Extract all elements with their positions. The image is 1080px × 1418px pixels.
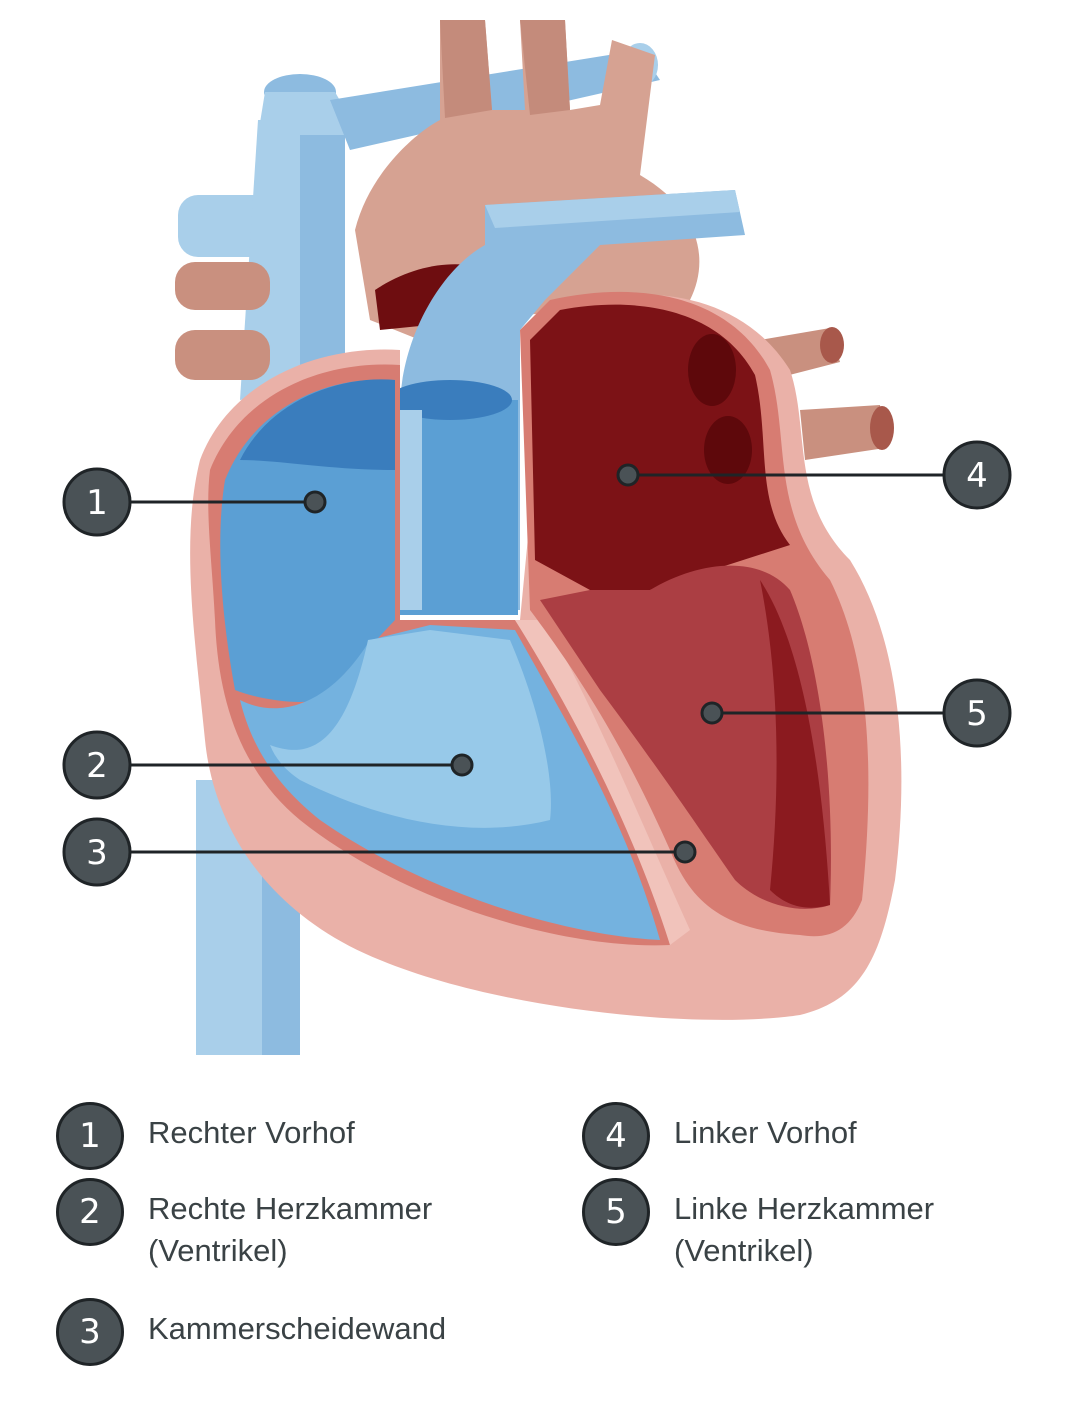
- svg-text:2: 2: [86, 746, 108, 786]
- legend-label-2: Rechte Herzkammer (Ventrikel): [148, 1188, 432, 1272]
- pulmonary-vein-opening-2: [704, 416, 752, 484]
- legend-badge-4: 4: [582, 1102, 650, 1170]
- callout-4: 4: [942, 440, 1012, 510]
- legend-item-4: 4 Linker Vorhof: [582, 1102, 857, 1170]
- svg-text:4: 4: [966, 456, 988, 496]
- svg-text:1: 1: [86, 483, 108, 523]
- septum: [515, 620, 690, 945]
- legend-label-1: Rechter Vorhof: [148, 1112, 355, 1154]
- callout-5: 5: [942, 678, 1012, 748]
- left-ventricle-cavity: [540, 565, 831, 909]
- legend-badge-2: 2: [56, 1178, 124, 1246]
- right-atrium-shadow: [240, 379, 395, 470]
- legend-label-1-line1: Rechter Vorhof: [148, 1115, 355, 1150]
- legend-label-2-line2: (Ventrikel): [148, 1233, 288, 1268]
- legend-item-1: 1 Rechter Vorhof: [56, 1102, 355, 1170]
- legend-label-4-line1: Linker Vorhof: [674, 1115, 857, 1150]
- left-ventricle-shadow: [760, 580, 830, 908]
- callout-3: 3: [62, 817, 132, 887]
- legend-badge-1: 1: [56, 1102, 124, 1170]
- pulmonary-vein-opening-1: [688, 334, 736, 406]
- legend: 1 Rechter Vorhof 2 Rechte Herzkammer (Ve…: [0, 1070, 1080, 1418]
- right-pulmonary-veins: [175, 262, 270, 380]
- legend-label-5-line2: (Ventrikel): [674, 1233, 814, 1268]
- legend-label-3-line1: Kammerscheidewand: [148, 1311, 447, 1346]
- superior-vena-cava: [178, 43, 660, 400]
- legend-label-5-line1: Linke Herzkammer: [674, 1191, 935, 1226]
- svg-text:5: 5: [966, 694, 988, 734]
- legend-item-3: 3 Kammerscheidewand: [56, 1298, 446, 1366]
- svg-text:3: 3: [86, 833, 108, 873]
- heart-diagram: 1 2 3 4 5: [62, 20, 1012, 1055]
- legend-label-2-line1: Rechte Herzkammer: [148, 1191, 433, 1226]
- legend-badge-5: 5: [582, 1178, 650, 1246]
- legend-item-2: 2 Rechte Herzkammer (Ventrikel): [56, 1178, 432, 1272]
- legend-label-4: Linker Vorhof: [674, 1112, 857, 1154]
- legend-badge-3: 3: [56, 1298, 124, 1366]
- callout-2: 2: [62, 730, 132, 800]
- leader-dots: [303, 463, 724, 864]
- right-ventricle-inner: [270, 630, 551, 828]
- legend-label-5: Linke Herzkammer (Ventrikel): [674, 1188, 934, 1272]
- callout-1: 1: [62, 467, 132, 537]
- legend-item-5: 5 Linke Herzkammer (Ventrikel): [582, 1178, 934, 1272]
- leader-lines: [130, 473, 945, 854]
- legend-label-3: Kammerscheidewand: [148, 1308, 446, 1350]
